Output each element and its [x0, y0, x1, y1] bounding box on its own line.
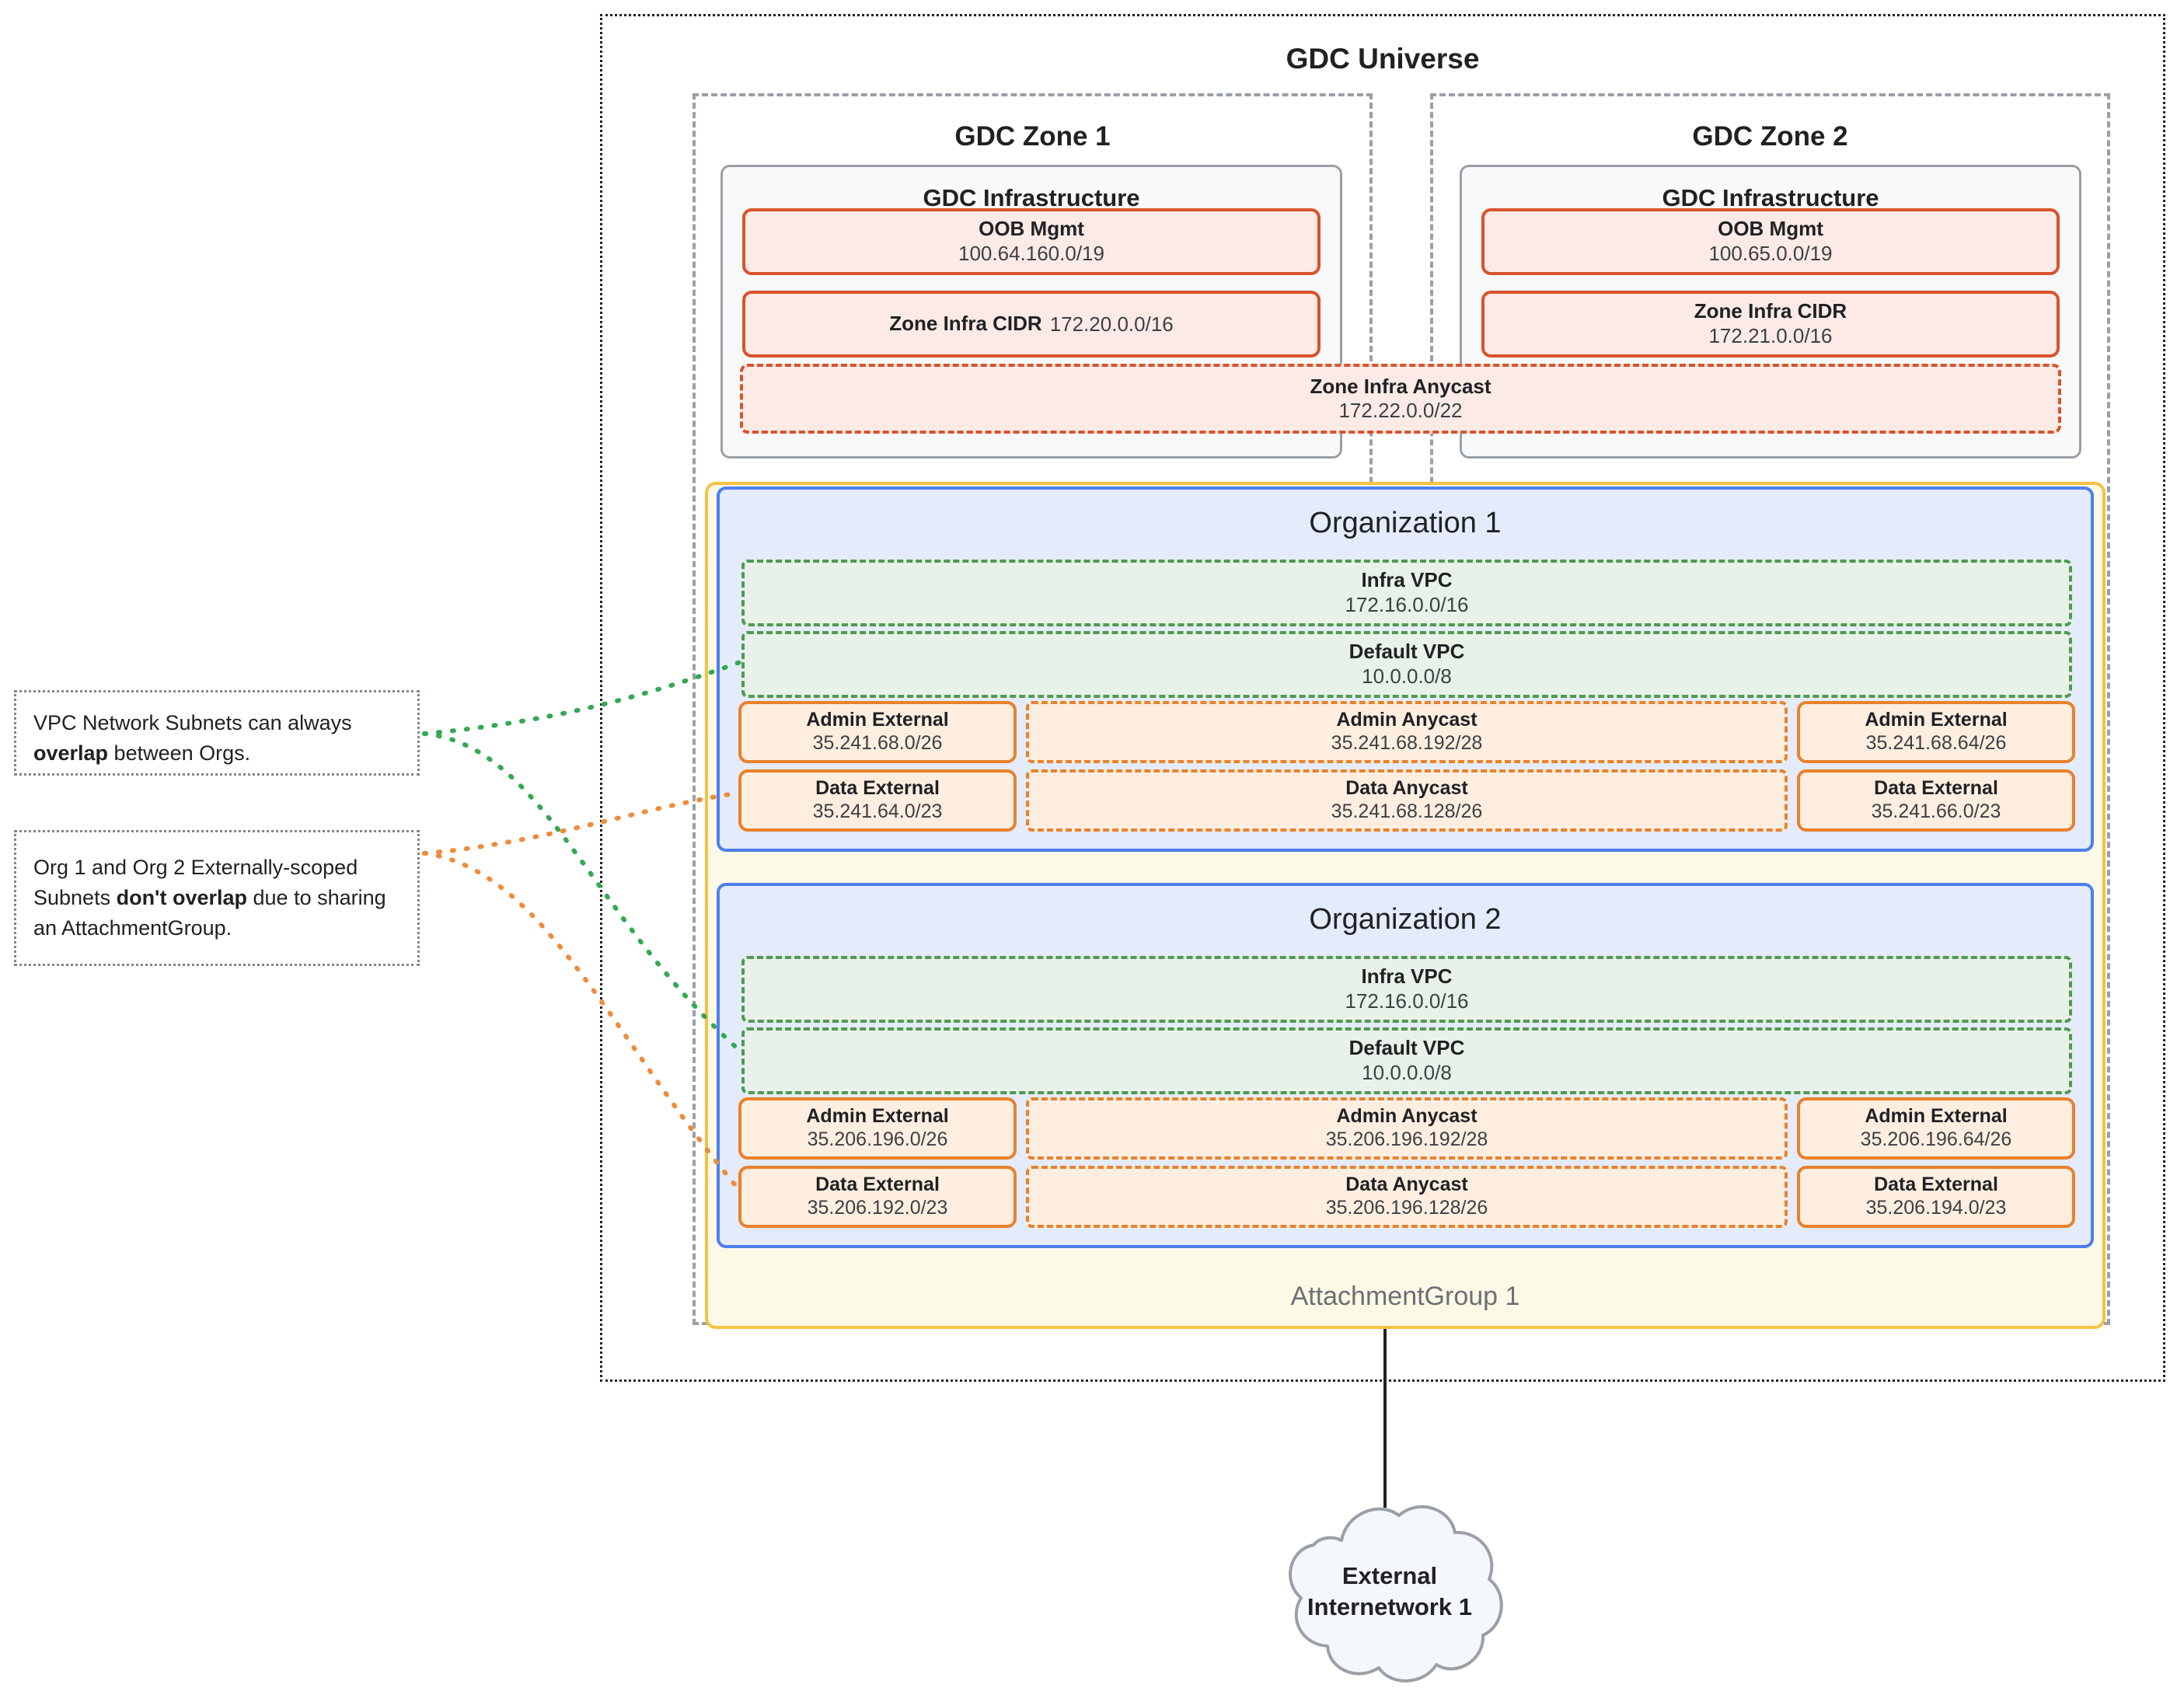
admin-subnet-row-org-2: Admin External 35.206.196.0/26 Admin Any…: [738, 1097, 2075, 1160]
admin-anycast-cidr-org-1: 35.241.68.192/28: [1331, 732, 1483, 755]
admin-external-left-cidr-org-1: 35.241.68.0/26: [812, 732, 943, 755]
admin-external-right-cidr-org-1: 35.241.68.64/26: [1865, 732, 2007, 755]
callout-2-text-before: Org 1 and Org 2 Externally-scoped Subnet…: [33, 855, 358, 909]
admin-external-right-label-org-2: Admin External: [1865, 1105, 2008, 1128]
external-internetwork-cloud: [1289, 1505, 1503, 1683]
admin-external-left-label-org-2: Admin External: [806, 1105, 949, 1128]
infra-vpc-label-org-1: Infra VPC: [1361, 568, 1453, 592]
gdc-universe-title: GDC Universe: [1286, 43, 1480, 75]
default-vpc-box-org-1: Default VPC 10.0.0.0/8: [741, 631, 2072, 698]
admin-external-right-org-1: Admin External 35.241.68.64/26: [1797, 701, 2075, 763]
oob-mgmt-cidr-zone-1: 100.64.160.0/19: [958, 242, 1104, 266]
external-internetwork-line-1: External: [1341, 1562, 1438, 1589]
infra-vpc-box-org-2: Infra VPC 172.16.0.0/16: [741, 956, 2072, 1023]
admin-anycast-cidr-org-2: 35.206.196.192/28: [1325, 1128, 1488, 1151]
zone-infra-cidr-label-zone-1: Zone Infra CIDR: [889, 312, 1042, 336]
infra-vpc-label-org-2: Infra VPC: [1361, 964, 1453, 989]
oob-mgmt-cidr-zone-2: 100.65.0.0/19: [1708, 242, 1833, 266]
data-external-right-cidr-org-1: 35.241.66.0/23: [1871, 800, 2001, 823]
gdc-infrastructure-title-zone-2: GDC Infrastructure: [1662, 184, 1879, 211]
infra-vpc-box-org-1: Infra VPC 172.16.0.0/16: [741, 560, 2072, 626]
zone-infra-anycast-cidr: 172.22.0.0/22: [1338, 399, 1463, 422]
zone-infra-cidr-value-zone-1: 172.20.0.0/16: [1049, 312, 1174, 336]
data-anycast-org-2: Data Anycast 35.206.196.128/26: [1026, 1166, 1788, 1228]
gdc-infrastructure-title-zone-1: GDC Infrastructure: [923, 184, 1140, 211]
external-internetwork-line-2: Internetwork 1: [1307, 1593, 1472, 1620]
data-external-right-org-1: Data External 35.241.66.0/23: [1797, 769, 2075, 832]
data-subnet-row-org-1: Data External 35.241.64.0/23 Data Anycas…: [738, 769, 2075, 832]
data-external-right-cidr-org-2: 35.206.194.0/23: [1865, 1197, 2007, 1219]
zone-infra-anycast-label: Zone Infra Anycast: [1310, 375, 1491, 398]
callout-2-emphasis: don't overlap: [116, 885, 248, 909]
data-external-right-org-2: Data External 35.206.194.0/23: [1797, 1166, 2075, 1228]
data-anycast-org-1: Data Anycast 35.241.68.128/26: [1026, 769, 1788, 832]
admin-anycast-label-org-2: Admin Anycast: [1336, 1105, 1478, 1128]
admin-external-left-org-1: Admin External 35.241.68.0/26: [738, 701, 1017, 763]
organization-1-title: Organization 1: [1309, 507, 1502, 539]
data-external-right-label-org-2: Data External: [1874, 1174, 1998, 1196]
cloud-connector-line: [1383, 1329, 1387, 1508]
organization-2-title: Organization 2: [1309, 903, 1502, 936]
data-anycast-label-org-2: Data Anycast: [1345, 1174, 1468, 1196]
admin-external-right-cidr-org-2: 35.206.196.64/26: [1860, 1128, 2012, 1151]
data-external-left-label-org-1: Data External: [815, 777, 940, 800]
zone-infra-anycast-box: Zone Infra Anycast 172.22.0.0/22: [740, 364, 2061, 434]
zone-infra-cidr-label-zone-2: Zone Infra CIDR: [1694, 299, 1847, 323]
data-anycast-cidr-org-1: 35.241.68.128/26: [1331, 800, 1483, 823]
data-external-left-org-1: Data External 35.241.64.0/23: [738, 769, 1017, 832]
oob-mgmt-box-zone-2: OOB Mgmt 100.65.0.0/19: [1481, 208, 2060, 275]
callout-1-emphasis: overlap: [33, 741, 109, 766]
admin-external-left-org-2: Admin External 35.206.196.0/26: [738, 1097, 1017, 1160]
admin-anycast-org-1: Admin Anycast 35.241.68.192/28: [1026, 701, 1788, 763]
callout-1-text-before: VPC Network Subnets can always: [33, 711, 352, 734]
zone-infra-cidr-value-zone-2: 172.21.0.0/16: [1708, 324, 1833, 348]
zone-infra-cidr-box-zone-2: Zone Infra CIDR 172.21.0.0/16: [1481, 291, 2060, 357]
gdc-zone-2-title: GDC Zone 2: [1692, 121, 1848, 152]
gdc-zone-1-title: GDC Zone 1: [954, 121, 1111, 152]
default-vpc-label-org-2: Default VPC: [1348, 1036, 1465, 1060]
attachment-group-label: AttachmentGroup 1: [1290, 1282, 1520, 1311]
callout-external-no-overlap: Org 1 and Org 2 Externally-scoped Subnet…: [14, 830, 420, 966]
oob-mgmt-label-zone-2: OOB Mgmt: [1718, 217, 1823, 241]
data-external-left-cidr-org-1: 35.241.64.0/23: [812, 800, 943, 823]
default-vpc-box-org-2: Default VPC 10.0.0.0/8: [741, 1027, 2072, 1094]
organization-2-panel: Organization 2 Infra VPC 172.16.0.0/16 D…: [717, 883, 2094, 1248]
data-external-left-label-org-2: Data External: [815, 1174, 940, 1196]
data-subnet-row-org-2: Data External 35.206.192.0/23 Data Anyca…: [738, 1166, 2075, 1228]
oob-mgmt-label-zone-1: OOB Mgmt: [979, 217, 1084, 241]
data-anycast-label-org-1: Data Anycast: [1345, 777, 1468, 800]
infra-vpc-cidr-org-2: 172.16.0.0/16: [1345, 989, 1469, 1013]
admin-external-left-cidr-org-2: 35.206.196.0/26: [807, 1128, 948, 1151]
admin-anycast-org-2: Admin Anycast 35.206.196.192/28: [1026, 1097, 1788, 1160]
callout-vpc-overlap: VPC Network Subnets can always overlap b…: [14, 690, 420, 776]
data-anycast-cidr-org-2: 35.206.196.128/26: [1325, 1197, 1488, 1219]
external-internetwork-label-wrap: External Internetwork 1: [1265, 1492, 1514, 1686]
admin-external-right-label-org-1: Admin External: [1865, 709, 2008, 731]
callout-2-text-after: due to sharing an AttachmentGroup.: [33, 885, 386, 940]
data-external-left-cidr-org-2: 35.206.192.0/23: [807, 1197, 948, 1219]
data-external-right-label-org-1: Data External: [1874, 777, 1998, 800]
admin-external-right-org-2: Admin External 35.206.196.64/26: [1797, 1097, 2075, 1160]
admin-anycast-label-org-1: Admin Anycast: [1336, 709, 1478, 731]
infra-vpc-cidr-org-1: 172.16.0.0/16: [1345, 593, 1469, 617]
organization-1-panel: Organization 1 Infra VPC 172.16.0.0/16 D…: [717, 487, 2094, 852]
callout-1-text-after: between Orgs.: [108, 741, 251, 766]
oob-mgmt-box-zone-1: OOB Mgmt 100.64.160.0/19: [742, 208, 1321, 275]
default-vpc-label-org-1: Default VPC: [1348, 640, 1465, 664]
admin-subnet-row-org-1: Admin External 35.241.68.0/26 Admin Anyc…: [738, 701, 2075, 763]
data-external-left-org-2: Data External 35.206.192.0/23: [738, 1166, 1017, 1228]
default-vpc-cidr-org-1: 10.0.0.0/8: [1362, 664, 1452, 689]
zone-infra-cidr-box-zone-1: Zone Infra CIDR 172.20.0.0/16: [742, 291, 1321, 357]
default-vpc-cidr-org-2: 10.0.0.0/8: [1362, 1061, 1452, 1085]
admin-external-left-label-org-1: Admin External: [806, 709, 949, 731]
